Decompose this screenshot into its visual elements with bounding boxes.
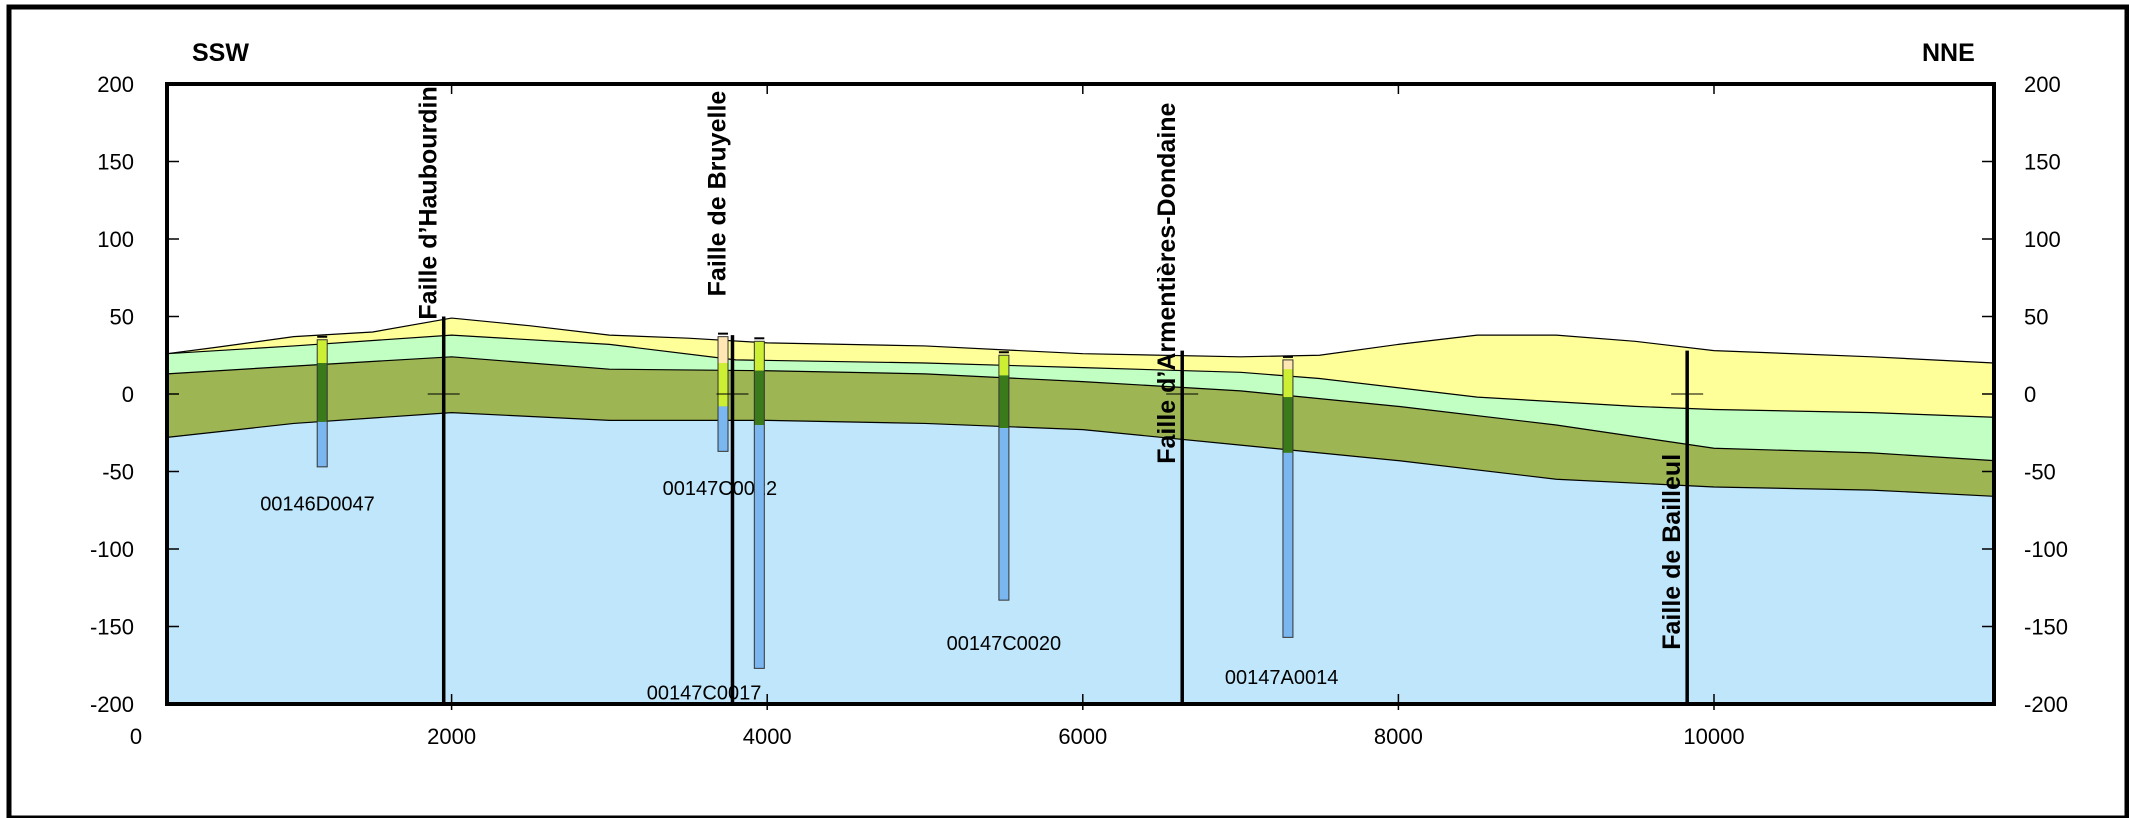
layer-4-fill	[167, 412, 1994, 704]
well-label-2: 00147C0022	[663, 478, 778, 500]
well-4-outline	[998, 354, 1010, 601]
fault-label-2: Faille de Bruyelle	[703, 91, 731, 297]
well-4-segment-3	[998, 428, 1009, 601]
y-tick-label-right-2: 150	[2024, 150, 2061, 175]
y-tick-label-left-1: 200	[97, 72, 134, 97]
well-1-segment-2	[317, 363, 328, 422]
layer-1-boundary	[166, 317, 1995, 364]
y-tick-label-left-7: -100	[90, 537, 134, 562]
ticks-group: 200 200 150 150 100 100 50 50 0 0 -50 -50 -100 -100 -1…	[90, 72, 2068, 749]
well-4-segment-2	[998, 375, 1009, 429]
x-tick-label-1: 0	[130, 724, 142, 749]
direction-label-right: NNE	[1922, 39, 1975, 67]
well-2-segment-3	[718, 406, 729, 452]
y-tick-label-right-8: -150	[2024, 615, 2068, 640]
x-tick-label-5: 8000	[1374, 724, 1423, 749]
layer-4-boundary	[166, 411, 1995, 497]
y-tick-label-right-9: -200	[2024, 692, 2068, 717]
x-tick-label-4: 6000	[1058, 724, 1107, 749]
well-1-segment-3	[317, 421, 328, 467]
y-tick-label-left-2: 150	[97, 150, 134, 175]
well-1-segment-1	[317, 339, 328, 363]
well-5-segment-2	[1282, 369, 1293, 398]
layer-1-fill	[167, 318, 1994, 418]
wells-group: 00146D0047 00147C0022 00147C0017 00147C0020…	[260, 332, 1338, 704]
well-3-segment-1	[754, 341, 765, 371]
y-tick-label-left-4: 50	[110, 305, 134, 330]
well-3-segment-2	[754, 370, 765, 425]
layer-3-boundary	[166, 356, 1995, 462]
well-5-segment-4	[1282, 452, 1293, 638]
y-tick-label-left-5: 0	[122, 382, 134, 407]
well-2-segment-1	[718, 336, 729, 363]
y-tick-label-right-1: 200	[2024, 72, 2061, 97]
layer-3-fill	[167, 356, 1994, 497]
y-tick-label-left-3: 100	[97, 227, 134, 252]
well-label-4: 00147C0020	[947, 633, 1062, 655]
fault-label-1: Faille d’Haubourdin	[415, 86, 443, 319]
y-tick-label-right-5: 0	[2024, 382, 2036, 407]
fault-label-4: Faille de Bailleul	[1658, 454, 1686, 650]
well-3-outline	[753, 340, 765, 669]
layers-group	[166, 317, 1995, 704]
well-label-3: 00147C0017	[647, 682, 762, 704]
well-5-segment-1	[1282, 359, 1293, 370]
well-1-outline	[316, 339, 328, 468]
y-tick-label-left-6: -50	[102, 460, 134, 485]
y-tick-label-left-8: -150	[90, 615, 134, 640]
direction-label-left: SSW	[192, 39, 249, 67]
layer-2-fill	[167, 335, 1994, 461]
well-3-segment-3	[754, 425, 765, 669]
well-5-outline	[1282, 359, 1294, 638]
well-label-1: 00146D0047	[260, 493, 375, 515]
well-4-segment-1	[998, 355, 1009, 376]
well-label-5: 00147A0014	[1225, 667, 1338, 689]
x-tick-label-3: 4000	[743, 724, 792, 749]
well-5-segment-3	[1282, 397, 1293, 453]
fault-label-3: Faille d’Armentières-Dondaine	[1153, 102, 1181, 463]
y-tick-label-right-7: -100	[2024, 537, 2068, 562]
y-tick-label-right-3: 100	[2024, 227, 2061, 252]
well-2-segment-2	[718, 363, 729, 407]
x-tick-label-2: 2000	[427, 724, 476, 749]
y-tick-label-right-6: -50	[2024, 460, 2056, 485]
y-tick-label-right-4: 50	[2024, 305, 2048, 330]
x-tick-label-6: 10000	[1683, 724, 1744, 749]
layer-2-boundary	[166, 334, 1995, 418]
y-tick-label-left-9: -200	[90, 692, 134, 717]
